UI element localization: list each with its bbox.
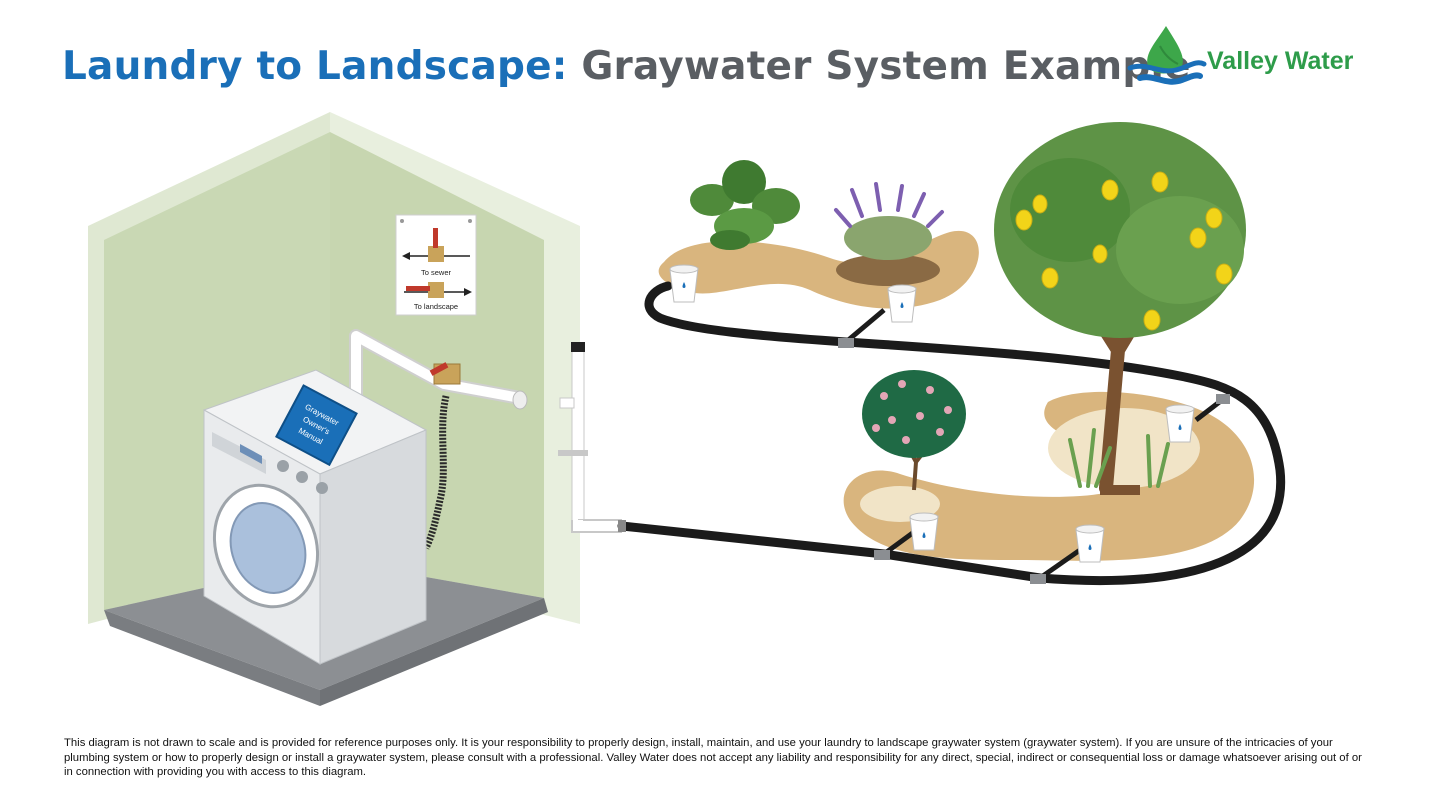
mulch-shield — [909, 512, 939, 551]
leafy-shrub — [690, 160, 800, 250]
disclaimer-text: This diagram is not drawn to scale and i… — [64, 737, 1362, 779]
lavender-plant — [834, 182, 944, 260]
pvc-pipes — [349, 329, 622, 533]
mulch-shields — [669, 264, 1195, 563]
mulch-shield — [1165, 404, 1195, 443]
mulch-shield — [1075, 524, 1105, 563]
valve-sign: To sewer To landscape — [395, 214, 477, 316]
lemon-tree — [994, 122, 1246, 495]
mulch-shield — [887, 284, 917, 323]
grass-tufts — [1068, 428, 1170, 488]
sign-label-landscape: To landscape — [414, 302, 458, 311]
mulch-shield — [669, 264, 699, 303]
logo-text: Valley Water — [1207, 47, 1354, 75]
rose-bush — [862, 370, 966, 491]
page-title: Laundry to Landscape: Graywater System E… — [62, 44, 1191, 89]
distribution-tubing — [617, 281, 1286, 585]
title-part-2: Graywater System Example — [581, 44, 1191, 89]
sign-label-sewer: To sewer — [421, 268, 452, 277]
water-drop-leaf-icon — [1127, 26, 1207, 85]
title-part-1: Laundry to Landscape: — [62, 44, 568, 89]
owners-manual-book: Graywater Owner's Manual — [275, 384, 358, 467]
valley-water-logo — [1127, 26, 1207, 85]
